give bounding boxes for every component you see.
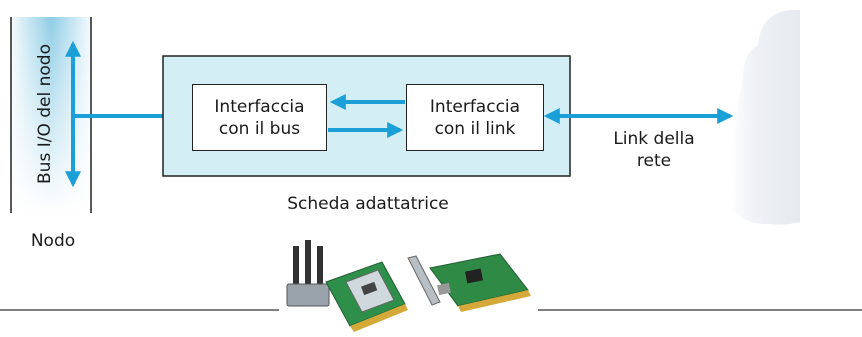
network-link-line2: rete xyxy=(636,151,672,171)
adapter-label: Scheda adattatrice xyxy=(287,194,449,214)
wireless-adapter-card-image xyxy=(286,240,408,332)
bus-interface-line1: Interfaccia xyxy=(214,96,305,117)
node-label: Nodo xyxy=(30,231,76,251)
bus-interface-line2: con il bus xyxy=(218,118,301,139)
network-link-label: Link della rete xyxy=(594,128,714,172)
ethernet-adapter-card-image xyxy=(407,253,531,312)
network-link-line1: Link della xyxy=(613,129,695,149)
network-cloud xyxy=(730,9,800,225)
bus-interface-box: Interfaccia con il bus xyxy=(192,84,327,151)
link-interface-box: Interfaccia con il link xyxy=(406,84,544,151)
link-interface-line1: Interfaccia xyxy=(429,96,521,117)
link-interface-line2: con il link xyxy=(434,118,516,139)
node-bus-label: Bus I/O del nodo xyxy=(35,44,55,184)
